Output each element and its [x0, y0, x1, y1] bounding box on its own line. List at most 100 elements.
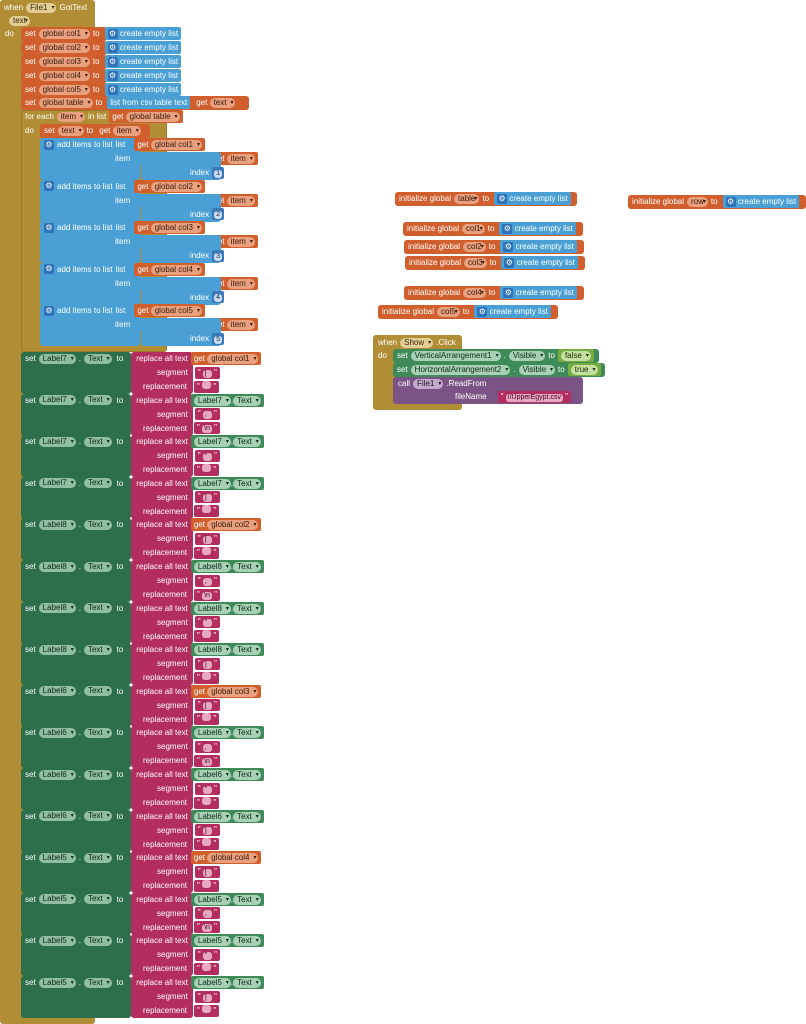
add-items-to-list-block[interactable] — [40, 179, 140, 222]
get-item-block[interactable]: get item — [96, 124, 144, 137]
replace-all-text-block[interactable] — [131, 768, 193, 810]
get-global-block[interactable]: get global col5 — [134, 304, 205, 317]
get-dropdown[interactable]: item — [112, 126, 141, 136]
segment-string-block[interactable]: " " " — [194, 616, 220, 629]
list-from-csv-block[interactable]: list from csv table text — [107, 96, 191, 109]
component-dropdown[interactable]: Label5 — [38, 894, 76, 905]
replacement-string-block[interactable]: " " — [194, 838, 220, 851]
property-dropdown[interactable]: Text — [83, 686, 112, 697]
segment-string-block[interactable]: " ] " — [194, 990, 220, 1003]
component-dropdown[interactable]: Label7 — [193, 395, 231, 406]
component-dropdown[interactable]: Label8 — [38, 644, 76, 655]
mutator-gear-icon[interactable]: ⚙ — [107, 85, 118, 95]
component-dropdown[interactable]: Label6 — [193, 770, 231, 780]
replace-all-text-block[interactable] — [131, 352, 193, 394]
mutator-gear-icon[interactable]: ⚙ — [44, 139, 54, 150]
string-value[interactable] — [202, 1004, 212, 1013]
get-dropdown[interactable]: global col3 — [207, 686, 259, 697]
mutator-gear-icon[interactable]: ⚙ — [107, 57, 118, 67]
replace-all-text-block[interactable] — [131, 726, 193, 769]
mutator-gear-icon[interactable]: ⚙ — [503, 288, 514, 298]
replacement-string-block[interactable]: " " — [194, 505, 220, 518]
replace-all-text-block[interactable] — [131, 435, 193, 478]
boolean-dropdown[interactable]: true — [570, 365, 598, 375]
property-dropdown[interactable]: Text — [83, 478, 112, 489]
mutator-gear-icon[interactable]: ⚙ — [44, 222, 54, 233]
create-empty-list-block[interactable]: ⚙ create empty list — [494, 192, 571, 205]
item-dropdown[interactable]: item — [56, 111, 86, 122]
label-text-getter-block[interactable]: Label7.Text — [190, 435, 264, 449]
number-value[interactable]: 3 — [214, 252, 223, 261]
replacement-string-block[interactable]: " \n " — [194, 422, 220, 435]
get-dropdown[interactable]: item — [226, 237, 255, 247]
segment-string-block[interactable]: " [ " — [194, 865, 220, 878]
component-dropdown[interactable]: Label5 — [193, 936, 231, 947]
segment-string-block[interactable]: " ] " — [194, 491, 220, 504]
string-value[interactable]: , — [202, 910, 212, 919]
create-empty-list-block[interactable]: ⚙ create empty list — [104, 27, 182, 40]
segment-string-block[interactable]: " , " — [194, 740, 220, 753]
replace-all-text-block[interactable] — [131, 393, 193, 436]
component-dropdown[interactable]: Label5 — [193, 978, 231, 988]
component-dropdown[interactable]: File1 — [26, 2, 57, 13]
string-value[interactable] — [202, 713, 212, 722]
label-text-getter-block[interactable]: Label6.Text — [190, 768, 264, 781]
string-value[interactable] — [202, 546, 212, 555]
get-dropdown[interactable]: global col2 — [207, 520, 259, 531]
variable-dropdown[interactable]: global col4 — [38, 70, 90, 81]
mutator-gear-icon[interactable]: ⚙ — [107, 43, 118, 53]
get-global-block[interactable]: get global col4 — [190, 851, 262, 865]
replacement-string-block[interactable]: " " — [194, 380, 220, 393]
mutator-gear-icon[interactable]: ⚙ — [107, 29, 118, 39]
get-dropdown[interactable]: global col4 — [150, 264, 202, 275]
mutator-gear-icon[interactable]: ⚙ — [477, 307, 488, 317]
string-value[interactable]: //UpperEgypt.csv — [505, 393, 563, 402]
property-dropdown[interactable]: Text — [83, 603, 112, 614]
replace-all-text-block[interactable] — [131, 643, 193, 686]
segment-string-block[interactable]: " [ " — [194, 366, 220, 379]
string-value[interactable]: [ — [202, 369, 212, 378]
replacement-string-block[interactable]: " \n " — [194, 921, 220, 934]
property-dropdown[interactable]: Text — [83, 519, 112, 530]
true-block[interactable]: true — [567, 363, 601, 376]
create-empty-list-block[interactable]: ⚙ create empty list — [104, 83, 182, 96]
string-value[interactable]: \n — [202, 757, 212, 766]
property-dropdown[interactable]: Visible — [518, 364, 556, 375]
replacement-string-block[interactable]: " " — [194, 1004, 220, 1017]
property-dropdown[interactable]: Text — [83, 436, 112, 447]
mutator-gear-icon[interactable]: ⚙ — [497, 194, 508, 204]
property-dropdown[interactable]: Text — [233, 894, 261, 905]
mutator-gear-icon[interactable]: ⚙ — [107, 71, 118, 81]
string-value[interactable] — [202, 380, 212, 389]
component-dropdown[interactable]: Label5 — [38, 977, 76, 988]
label-text-getter-block[interactable]: Label8.Text — [190, 560, 264, 573]
get-dropdown[interactable]: global col4 — [207, 853, 259, 864]
replacement-string-block[interactable]: " " — [194, 796, 220, 809]
component-dropdown[interactable]: Label8 — [193, 603, 231, 614]
replacement-string-block[interactable]: " " — [194, 630, 220, 643]
string-value[interactable]: \n — [202, 425, 212, 434]
component-dropdown[interactable]: Label5 — [38, 935, 76, 946]
string-value[interactable] — [202, 879, 212, 888]
get-dropdown[interactable]: text — [209, 98, 236, 108]
label-text-getter-block[interactable]: Label5.Text — [190, 892, 264, 906]
label-text-getter-block[interactable]: Label5.Text — [190, 976, 264, 989]
replace-all-text-block[interactable] — [131, 518, 193, 561]
add-items-to-list-block[interactable] — [40, 221, 140, 263]
property-dropdown[interactable]: Text — [83, 561, 112, 572]
get-global-block[interactable]: get global col3 — [134, 221, 205, 234]
number-value[interactable]: 2 — [214, 211, 223, 219]
variable-dropdown[interactable]: global col3 — [38, 56, 90, 67]
string-value[interactable]: , — [202, 577, 212, 586]
replacement-string-block[interactable]: " \n " — [194, 588, 220, 601]
get-global-block[interactable]: get global col4 — [134, 262, 205, 276]
property-dropdown[interactable]: Text — [233, 478, 261, 489]
get-dropdown[interactable]: item — [226, 195, 255, 206]
get-dropdown[interactable]: item — [226, 320, 255, 330]
replacement-string-block[interactable]: " " — [194, 879, 220, 892]
replacement-string-block[interactable]: " " — [194, 671, 220, 684]
variable-name-field[interactable]: row — [687, 196, 708, 207]
get-dropdown[interactable]: global col1 — [207, 354, 259, 364]
number-block[interactable]: 5 — [212, 332, 225, 345]
label-text-getter-block[interactable]: Label6.Text — [190, 726, 264, 740]
